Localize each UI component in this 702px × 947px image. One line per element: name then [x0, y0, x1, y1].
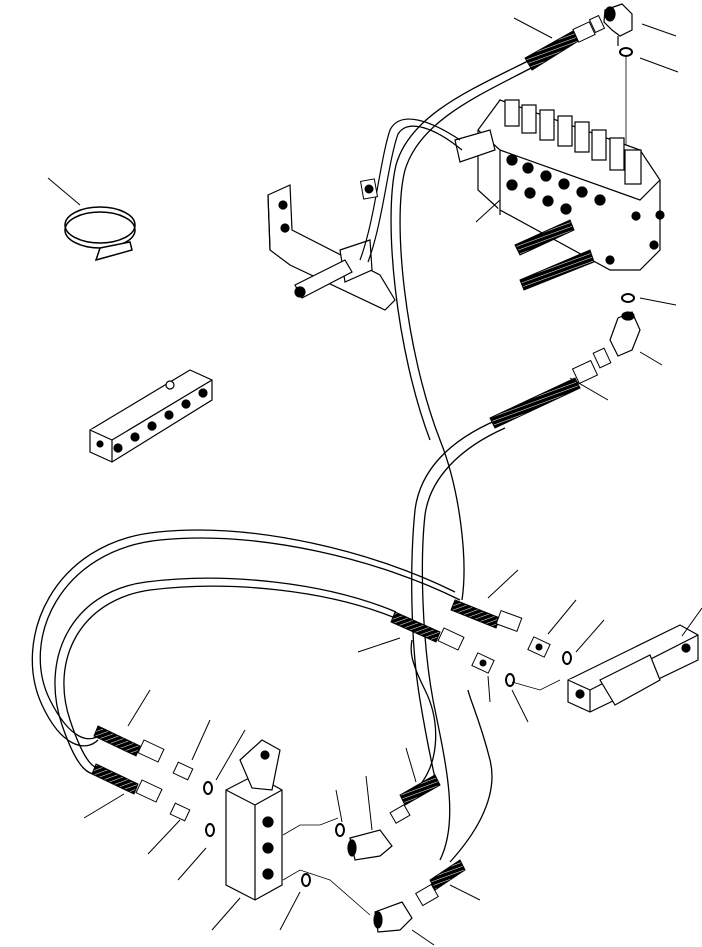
hose-end-bottom-right [415, 859, 466, 907]
valve-ports [506, 154, 665, 265]
hose-mid-right [411, 419, 498, 786]
hose-loop-inner [63, 585, 401, 770]
leader-clamp [47, 177, 81, 206]
hose-end-left-lower [91, 763, 163, 803]
hydraulic-hoses [31, 59, 536, 863]
hose-top-right-inner [390, 59, 531, 441]
elbow-fitting-mid-right [609, 311, 641, 357]
hose-mid-right-outer [421, 427, 506, 861]
elbow-fitting-bottom [373, 901, 413, 933]
top-hose-end [524, 14, 606, 71]
elbow-fitting-center [347, 829, 393, 861]
straight-adapter-1 [527, 636, 551, 658]
bracket-fitting [359, 178, 379, 200]
o-rings-bottom [301, 823, 345, 887]
manifold-block-right [567, 624, 699, 713]
hose-top-right [399, 65, 536, 601]
hose-loop-inner-2 [54, 577, 397, 776]
manifold-block-left [89, 369, 213, 463]
valve-bank-hoses [514, 219, 595, 291]
o-ring-valve-bottom [621, 293, 635, 303]
hose-loop-outer [39, 537, 461, 740]
o-rings-center [505, 651, 572, 687]
o-rings-left [203, 781, 215, 837]
bracket-tube [359, 118, 463, 263]
straight-adapter-2 [471, 652, 495, 674]
o-ring-top [619, 47, 633, 150]
connection-lines [282, 679, 561, 916]
hose-end-center-b [390, 611, 465, 651]
hose-end-mid-right [489, 347, 612, 429]
hose-end-left-upper [93, 725, 165, 763]
hose-end-bottom-center [389, 774, 441, 824]
mounting-bracket [267, 184, 396, 311]
leader-lines [83, 17, 702, 946]
valve-block-bottom [225, 739, 283, 901]
adapters-left [169, 761, 194, 822]
control-valve-bank [454, 99, 665, 271]
hose-lower-right [449, 689, 493, 863]
hose-loop-outer-2 [31, 529, 456, 747]
hose-clamp [64, 206, 136, 262]
valve-spools [504, 99, 642, 185]
hose-lower-center [410, 639, 437, 786]
top-elbow-fitting [603, 3, 633, 46]
hose-end-center-a [450, 599, 523, 632]
